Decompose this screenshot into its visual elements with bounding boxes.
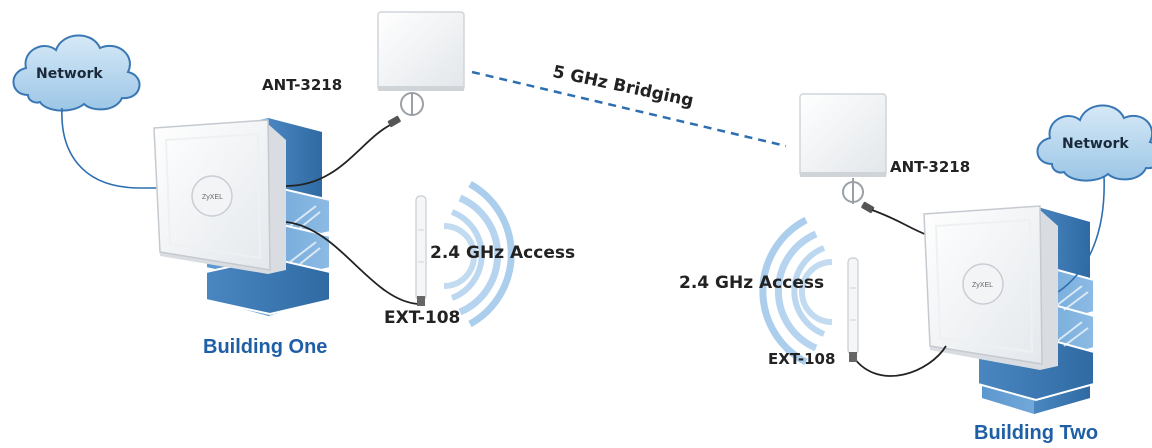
- omni-antenna-label-right: EXT-108: [768, 350, 836, 368]
- panel-antenna-icon: [799, 93, 887, 214]
- building-two-label: Building Two: [974, 422, 1099, 444]
- omni-antenna-icon: [415, 195, 427, 306]
- cloud-icon: Network: [1036, 104, 1152, 182]
- ap-logo-left: ZyXEL: [202, 194, 223, 201]
- network-label-left: Network: [36, 66, 103, 82]
- cable-omni-right: [853, 345, 947, 377]
- access-label-right: 2.4 GHz Access: [679, 273, 825, 293]
- panel-antenna-icon: [377, 11, 465, 128]
- access-label-left: 2.4 GHz Access: [430, 243, 576, 263]
- network-cable-right: [1057, 175, 1105, 293]
- cable-panel-left: [285, 123, 393, 187]
- network-label-right: Network: [1062, 136, 1129, 152]
- cloud-icon: Network: [12, 34, 141, 112]
- omni-antenna-icon: [847, 257, 859, 362]
- access-point-icon: ZyXEL: [923, 205, 1058, 370]
- cable-panel-right: [871, 209, 931, 237]
- cable-omni-left: [285, 221, 419, 305]
- building-one-label: Building One: [203, 336, 328, 358]
- signal-waves-icon: [759, 216, 833, 366]
- network-cable-left: [61, 107, 166, 189]
- panel-antenna-label-left: ANT-3218: [262, 76, 343, 94]
- access-point-icon: ZyXEL: [153, 119, 286, 274]
- ap-logo-right: ZyXEL: [972, 282, 993, 289]
- omni-antenna-label-left: EXT-108: [384, 308, 461, 328]
- panel-antenna-label-right: ANT-3218: [890, 158, 971, 176]
- signal-waves-icon: [443, 180, 515, 328]
- bridge-link-line: [471, 70, 787, 148]
